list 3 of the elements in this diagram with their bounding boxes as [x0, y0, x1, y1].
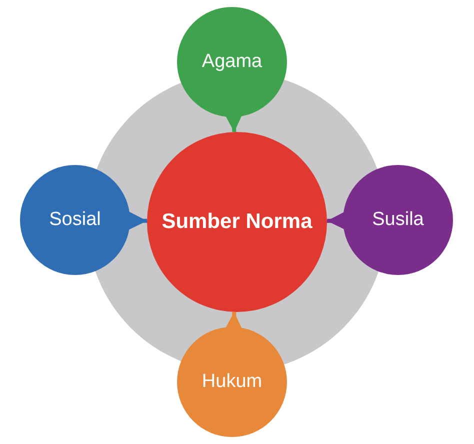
arrow	[126, 210, 148, 231]
circle-node: Sosial	[20, 165, 130, 275]
center-circle: Sumber Norma	[147, 132, 327, 312]
